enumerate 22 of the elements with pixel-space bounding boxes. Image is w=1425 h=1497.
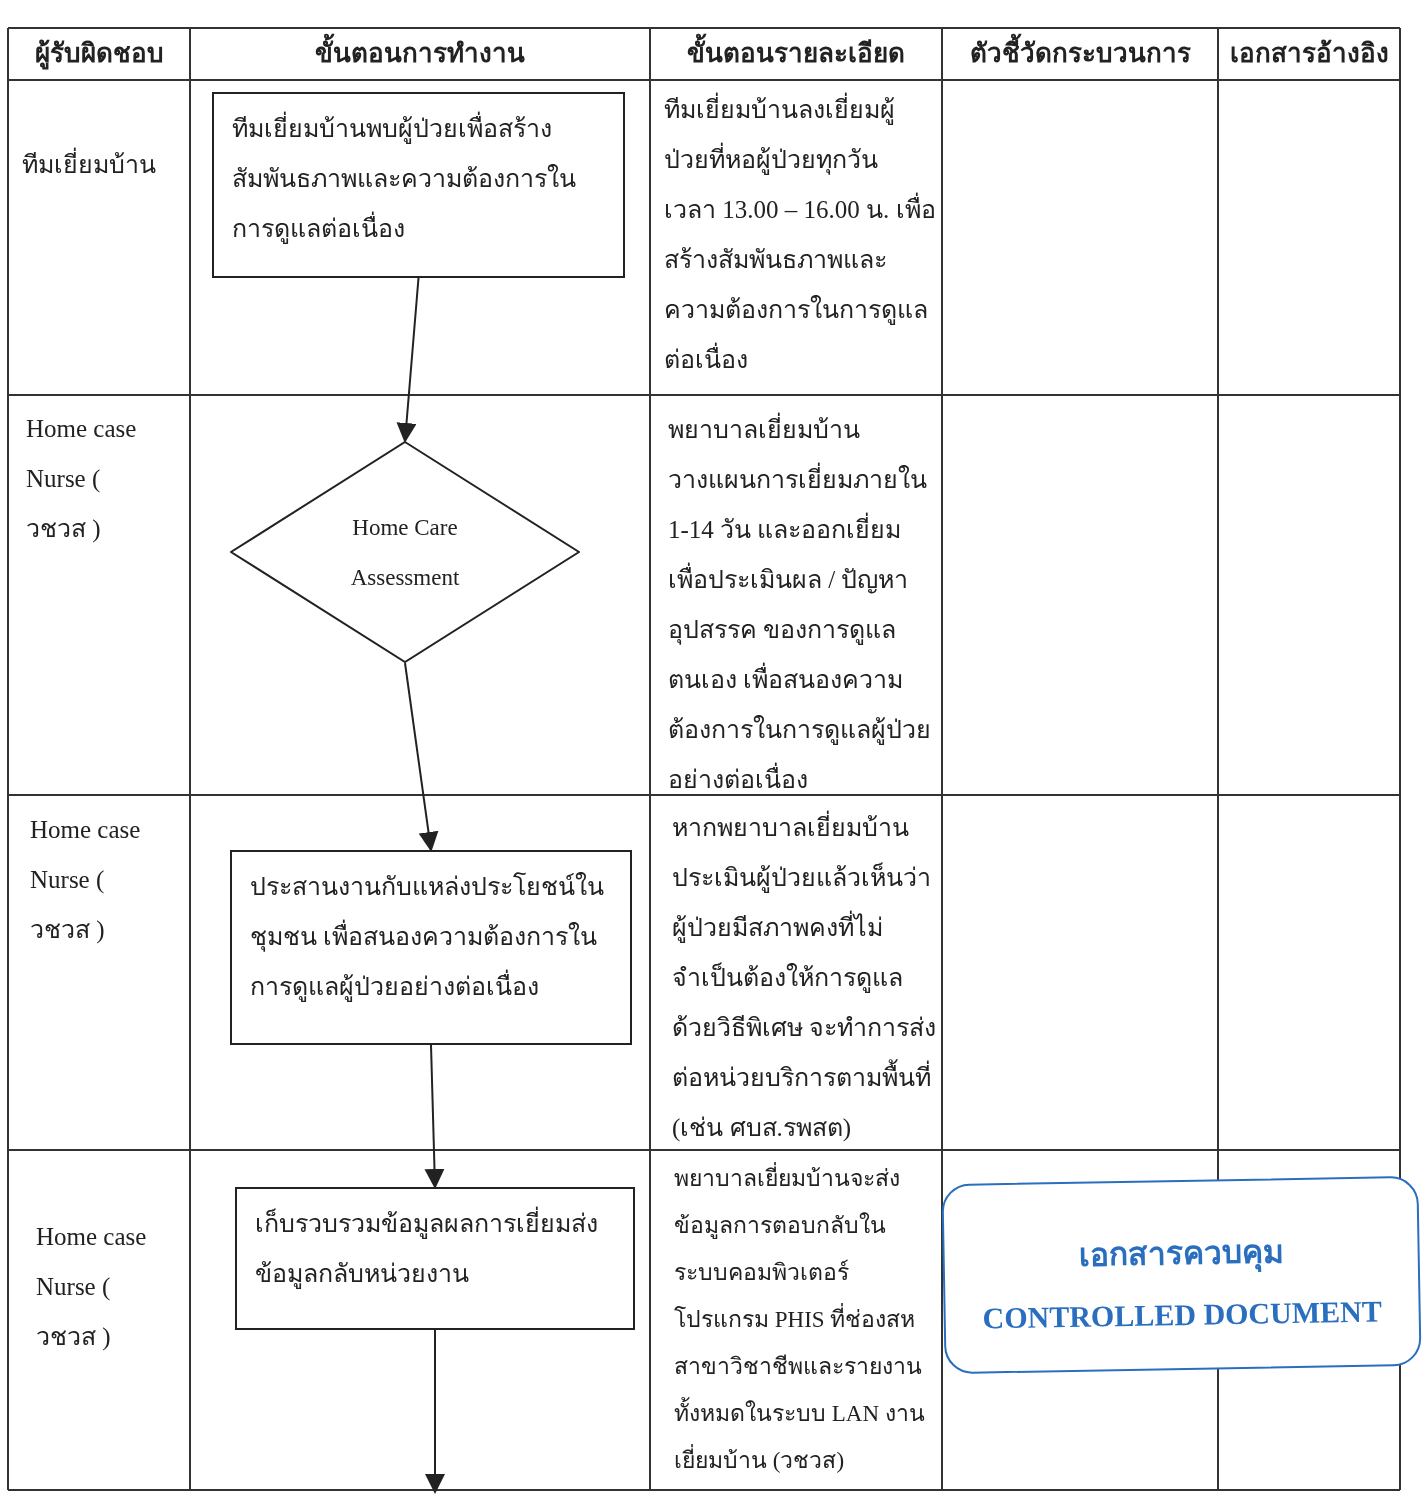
column-header: ขั้นตอนรายละเอียด bbox=[650, 28, 942, 80]
column-header: ผู้รับผิดชอบ bbox=[33, 38, 165, 72]
decision-diamond: Home Care Assessment bbox=[230, 441, 580, 663]
step-description: หากพยาบาลเยี่ยมบ้านประเมินผู้ป่วยแล้วเห็นว่าผู้ป่วยมีสภาพคงที่ไม่จำเป็นต้องให้การดูแลด้วยวิธีพิเศษ จะทำการส่งต่อหน่วยบริการตามพื้นที่ (เช่น ศบส.รพสต) bbox=[672, 803, 940, 1153]
arrow bbox=[424, 1044, 445, 1189]
process-box: ประสานงานกับแหล่งประโยชน์ในชุมชน เพื่อสนองความต้องการในการดูแลผู้ป่วยอย่างต่อเนื่อง bbox=[230, 850, 632, 1045]
step-description: พยาบาลเยี่ยมบ้านจะส่งข้อมูลการตอบกลับในระบบคอมพิวเตอร์ โปรแกรม PHIS ที่ช่องสหสาขาวิชาชีพและรายงานทั้งหมดในระบบ LAN งานเยี่ยมบ้าน (วชวส) bbox=[674, 1155, 936, 1484]
step-description: พยาบาลเยี่ยมบ้านวางแผนการเยี่ยมภายใน 1-14 วัน และออกเยี่ยมเพื่อประเมินผล / ปัญหาอุปสรรค ของการดูแลตนเอง เพื่อสนองความต้องการในการดูแลผู้ป่วยอย่างต่อเนื่อง bbox=[668, 405, 940, 805]
stamp: เอกสารควบคุม CONTROLLED DOCUMENT bbox=[941, 1175, 1422, 1375]
column-header: ตัวชี้วัดกระบวนการ bbox=[942, 28, 1218, 80]
role-label: Home case Nurse ( วชวส ) bbox=[30, 815, 142, 946]
role-label: Home case Nurse ( วชวส ) bbox=[36, 1222, 148, 1353]
role-label: ทีมเยี่ยมบ้าน bbox=[22, 140, 182, 190]
column-header: ขั้นตอนการทำงาน bbox=[190, 28, 650, 80]
step-description: ทีมเยี่ยมบ้านลงเยี่ยมผู้ป่วยที่หอผู้ป่วยทุกวัน เวลา 13.00 – 16.00 น. เพื่อสร้างสัมพันธภาพและความต้องการในการดูแลต่อเนื่อง bbox=[664, 85, 936, 385]
arrow bbox=[404, 662, 439, 852]
role-label: Home case Nurse ( วชวส ) bbox=[26, 414, 138, 545]
arrow bbox=[425, 1329, 445, 1494]
column-header: เอกสารอ้างอิง bbox=[1228, 38, 1390, 70]
process-box: เก็บรวบรวมข้อมูลผลการเยี่ยมส่งข้อมูลกลับหน่วยงาน bbox=[235, 1187, 635, 1330]
arrow bbox=[396, 277, 420, 443]
process-box: ทีมเยี่ยมบ้านพบผู้ป่วยเพื่อสร้างสัมพันธภาพและความต้องการในการดูแลต่อเนื่อง bbox=[212, 92, 625, 278]
